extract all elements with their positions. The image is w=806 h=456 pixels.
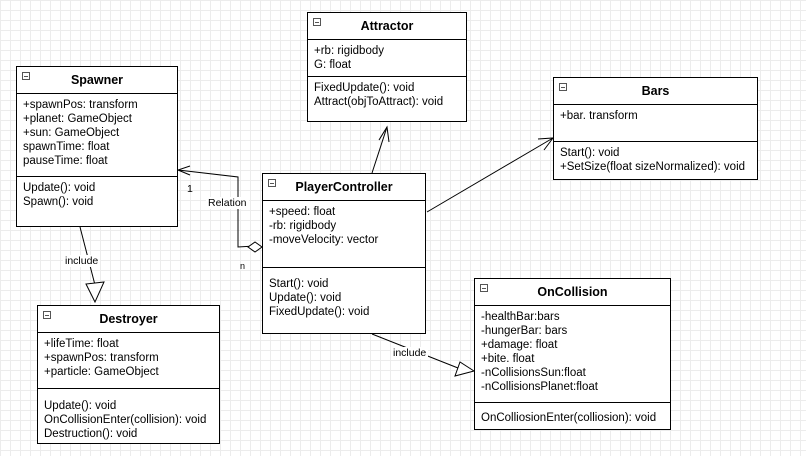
attribute: +sun: GameObject: [23, 127, 120, 139]
collapse-icon[interactable]: [559, 83, 567, 91]
class-spawner-header: Spawner: [17, 67, 177, 94]
include-label-spawner-destroyer: include: [63, 255, 101, 267]
attribute: spawnTime: float: [23, 141, 110, 153]
attribute: G: float: [314, 59, 352, 71]
class-spawner-name: Spawner: [70, 73, 124, 87]
class-destroyer-name: Destroyer: [99, 312, 158, 326]
collapse-icon[interactable]: [22, 72, 30, 80]
class-destroyer-methods: Update(): void OnCollisionEnter(collisio…: [38, 388, 219, 445]
class-bars-methods: Start(): void +SetSize(float sizeNormali…: [554, 141, 757, 178]
attribute: -nCollisionsPlanet:float: [481, 381, 598, 393]
attribute: +speed: float: [269, 206, 336, 218]
attribute: -moveVelocity: vector: [269, 234, 379, 246]
attribute: +bite. float: [481, 353, 535, 365]
attribute: -nCollisionsSun:float: [481, 367, 586, 379]
relation-label: Relation: [206, 197, 249, 209]
class-attractor-name: Attractor: [360, 19, 414, 33]
method: Update(): void: [23, 182, 96, 194]
attribute: +spawnPos: transform: [23, 99, 138, 111]
class-attractor-header: Attractor: [308, 13, 466, 40]
class-spawner[interactable]: Spawner +spawnPos: transform +planet: Ga…: [16, 66, 178, 227]
class-player-controller-header: PlayerController: [263, 174, 425, 201]
collapse-icon[interactable]: [480, 284, 488, 292]
class-player-controller[interactable]: PlayerController +speed: float -rb: rigi…: [262, 173, 426, 334]
method: FixedUpdate(): void: [314, 82, 415, 94]
class-on-collision-methods: OnColliosionEnter(colliosion): void: [475, 402, 670, 429]
attribute: +rb: rigidbody: [314, 45, 384, 57]
class-on-collision[interactable]: OnCollision -healthBar:bars -hungerBar: …: [474, 278, 671, 430]
method: +SetSize(float sizeNormalized): void: [560, 161, 746, 173]
method: Attract(objToAttract): void: [314, 96, 444, 108]
class-on-collision-attributes: -healthBar:bars -hungerBar: bars +damage…: [475, 306, 670, 402]
class-destroyer[interactable]: Destroyer +lifeTime: float +spawnPos: tr…: [37, 305, 220, 444]
multiplicity-n-label: n: [240, 261, 246, 271]
association-player-attractor[interactable]: [371, 125, 390, 174]
method: Destruction(): void: [44, 428, 138, 440]
class-bars-name: Bars: [641, 84, 670, 98]
class-player-controller-methods: Start(): void Update(): void FixedUpdate…: [263, 267, 425, 323]
class-bars[interactable]: Bars +bar. transform Start(): void +SetS…: [553, 77, 758, 180]
aggregation-relation-player-spawner[interactable]: [176, 165, 263, 253]
method: Start(): void: [560, 147, 620, 159]
class-destroyer-attributes: +lifeTime: float +spawnPos: transform +p…: [38, 333, 219, 388]
attribute: +bar. transform: [560, 110, 638, 122]
class-attractor[interactable]: Attractor +rb: rigidbody G: float FixedU…: [307, 12, 467, 122]
attribute: +planet: GameObject: [23, 113, 132, 125]
class-player-controller-name: PlayerController: [295, 180, 393, 194]
class-destroyer-header: Destroyer: [38, 306, 219, 333]
class-bars-attributes: +bar. transform: [554, 105, 757, 141]
class-spawner-attributes: +spawnPos: transform +planet: GameObject…: [17, 94, 177, 176]
class-on-collision-header: OnCollision: [475, 279, 670, 306]
class-bars-header: Bars: [554, 78, 757, 105]
collapse-icon[interactable]: [43, 311, 51, 319]
method: OnColliosionEnter(colliosion): void: [481, 412, 657, 424]
class-spawner-methods: Update(): void Spawn(): void: [17, 176, 177, 213]
attribute: +particle: GameObject: [44, 366, 159, 378]
attribute: +spawnPos: transform: [44, 352, 159, 364]
class-attractor-attributes: +rb: rigidbody G: float: [308, 40, 466, 76]
multiplicity-one-label: 1: [187, 183, 193, 195]
attribute: -rb: rigidbody: [269, 220, 337, 232]
attribute: pauseTime: float: [23, 155, 108, 167]
attribute: +lifeTime: float: [44, 338, 119, 350]
method: Start(): void: [269, 278, 329, 290]
class-on-collision-name: OnCollision: [537, 285, 608, 299]
method: Update(): void: [44, 400, 117, 412]
class-player-controller-attributes: +speed: float -rb: rigidbody -moveVeloci…: [263, 201, 425, 267]
method: Spawn(): void: [23, 196, 94, 208]
method: FixedUpdate(): void: [269, 306, 370, 318]
attribute: +damage: float: [481, 339, 558, 351]
attribute: -hungerBar: bars: [481, 325, 568, 337]
attribute: -healthBar:bars: [481, 311, 560, 323]
association-player-bars[interactable]: [426, 137, 555, 213]
collapse-icon[interactable]: [268, 179, 276, 187]
collapse-icon[interactable]: [313, 18, 321, 26]
method: OnCollisionEnter(collision): void: [44, 414, 207, 426]
class-attractor-methods: FixedUpdate(): void Attract(objToAttract…: [308, 76, 466, 113]
include-label-player-oncollision: include: [391, 347, 429, 359]
method: Update(): void: [269, 292, 342, 304]
